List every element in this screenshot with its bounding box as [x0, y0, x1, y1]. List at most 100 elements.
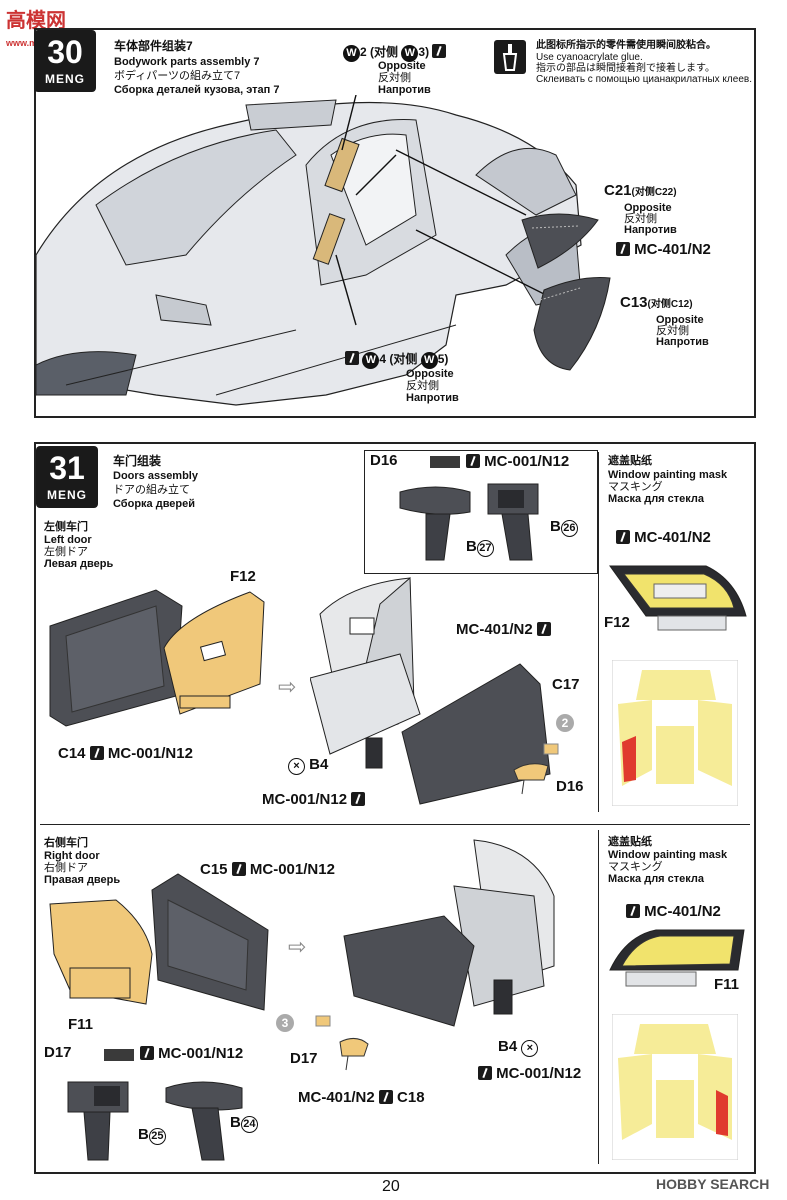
w-decal-icon: W [420, 352, 438, 369]
no-glue-icon: × [288, 758, 305, 775]
left-door-ja: 左側ドア [44, 546, 88, 558]
c13-label: C13(对侧C12) [620, 294, 693, 311]
c13-opposite-ru: Напротив [656, 336, 709, 348]
c13-opposite-ja: 反対側 [656, 325, 689, 337]
arrow-next-icon: ⇨ [278, 674, 297, 699]
brand-logo: MENG [47, 488, 87, 502]
paint-brush-icon [231, 862, 246, 876]
d17-paint: MC-001/N12 [140, 1045, 244, 1062]
w4-opposite-label: (对侧 [389, 352, 418, 366]
mask-paint-code: MC-401/N2 [634, 529, 711, 546]
glue-note-ru: Склеивать с помощью цианакрилатных клеев… [536, 74, 752, 85]
b27-number: 27 [476, 540, 494, 557]
left-assembly-paint-bottom: MC-001/N12 [262, 792, 366, 807]
b4-part-number: B4 [309, 756, 329, 773]
part-c14 [49, 589, 183, 727]
right-door-assembly [343, 839, 555, 1027]
f11-label-mask: F11 [714, 976, 740, 993]
w2-opposite-ja: 反対側 [378, 72, 411, 84]
ref-step-3-number: 3 [281, 1016, 289, 1030]
b26-number: 26 [560, 520, 578, 537]
c15-paint-code: MC-001/N12 [249, 861, 335, 878]
mask-title-en: Window painting mask [608, 469, 728, 481]
glue-note-zh: 此图标所指示的零件需使用瞬间胶粘合。 [536, 40, 716, 51]
mask2-title-zh: 遮盖贴纸 [608, 836, 652, 848]
c14-part-number: C14 [58, 745, 86, 762]
w4-number: 4 [379, 352, 387, 366]
paint-brush-icon [466, 454, 480, 468]
step-31-divider-v2 [598, 830, 599, 1164]
glue-icon [345, 351, 359, 365]
right-door-ja: 右側ドア [44, 862, 88, 874]
w4-opposite-ja: 反対側 [406, 380, 439, 392]
paint-swatch [430, 456, 460, 468]
b24-number: 24 [240, 1116, 258, 1133]
c13-opposite: (对侧C12) [647, 299, 693, 310]
b26-letter: B [550, 518, 561, 535]
part-c15 [151, 873, 269, 1011]
step-30-number: 30 [47, 34, 83, 70]
c15-part-number: C15 [200, 861, 228, 878]
w2-opposite-label: (对侧 [370, 45, 399, 59]
step-30-title-en: Bodywork parts assembly 7 [114, 56, 260, 68]
b4-part-number-right: B4 [498, 1038, 518, 1055]
left-assembly-paint-top: MC-401/N2 [456, 621, 551, 638]
w-decal-icon: W [362, 352, 380, 369]
c21-paint-code: MC-401/N2 [634, 241, 711, 258]
w2-opposite-ru: Напротив [378, 84, 431, 96]
page-number: 20 [382, 1178, 400, 1195]
c21-label: C21(对侧C22) [604, 183, 677, 199]
w-decal-icon: W [343, 45, 360, 62]
w3-number: 3 [418, 45, 426, 59]
c13-opposite-en: Opposite [656, 314, 704, 326]
paint-brush-icon [626, 904, 640, 918]
paint-brush-icon [616, 242, 630, 256]
ref-step-2-number: 2 [561, 716, 569, 730]
step-31-divider-h [40, 824, 750, 825]
part-f12 [163, 591, 265, 715]
part-b26 [487, 483, 539, 561]
c21-opposite: (对侧C22) [631, 187, 677, 198]
c13-part-number: C13 [620, 294, 648, 311]
step-30-title-ja: ボディパーツの組み立て7 [114, 70, 241, 82]
c21-opposite-ru: Напротив [624, 224, 677, 236]
step-31-divider-v1 [598, 452, 599, 812]
d16-label-left: D16 [556, 778, 584, 795]
paint-swatch [104, 1049, 134, 1061]
d16-paint-code: MC-001/N12 [484, 453, 570, 470]
watermark-top-text: 高模网 [6, 10, 66, 32]
left-assembly-paint-code: MC-401/N2 [456, 621, 533, 638]
part-b25 [67, 1081, 129, 1161]
b25-letter: B [138, 1126, 149, 1143]
d16-box [364, 450, 598, 574]
part-b24 [165, 1081, 243, 1161]
c21-opposite-ja: 反対側 [624, 213, 657, 225]
d17-paint-code: MC-001/N12 [158, 1045, 244, 1062]
step-31-badge: 31 MENG [36, 446, 98, 508]
brand-logo: MENG [45, 72, 85, 86]
step-31-title-ru: Сборка дверей [113, 498, 196, 510]
c21-opposite-en: Opposite [624, 202, 672, 214]
no-glue-icon: × [521, 1040, 539, 1057]
mask-title-ja: マスキング [608, 481, 663, 493]
ref-step-3-badge: 3 [276, 1014, 294, 1032]
w4-opposite-en: Opposite [406, 368, 454, 380]
left-door-ru: Левая дверь [44, 558, 114, 570]
paint-brush-icon [89, 746, 104, 760]
step-30-badge: 30 MENG [34, 30, 96, 92]
c21-paint: MC-401/N2 [616, 241, 711, 258]
d16-box-label: D16 [370, 452, 398, 469]
f12-label-mask: F12 [604, 614, 630, 631]
paint-brush-icon [536, 622, 551, 636]
paint-brush-icon [378, 1090, 393, 1104]
step-31-title-zh: 车门组装 [113, 454, 162, 468]
mask2-title-ru: Маска для стекла [608, 873, 705, 885]
f12-label-left: F12 [230, 568, 256, 585]
part-f11 [49, 899, 153, 1005]
mask-sheet-bottom [612, 1014, 738, 1160]
mask-paint-top: MC-401/N2 [616, 529, 711, 546]
